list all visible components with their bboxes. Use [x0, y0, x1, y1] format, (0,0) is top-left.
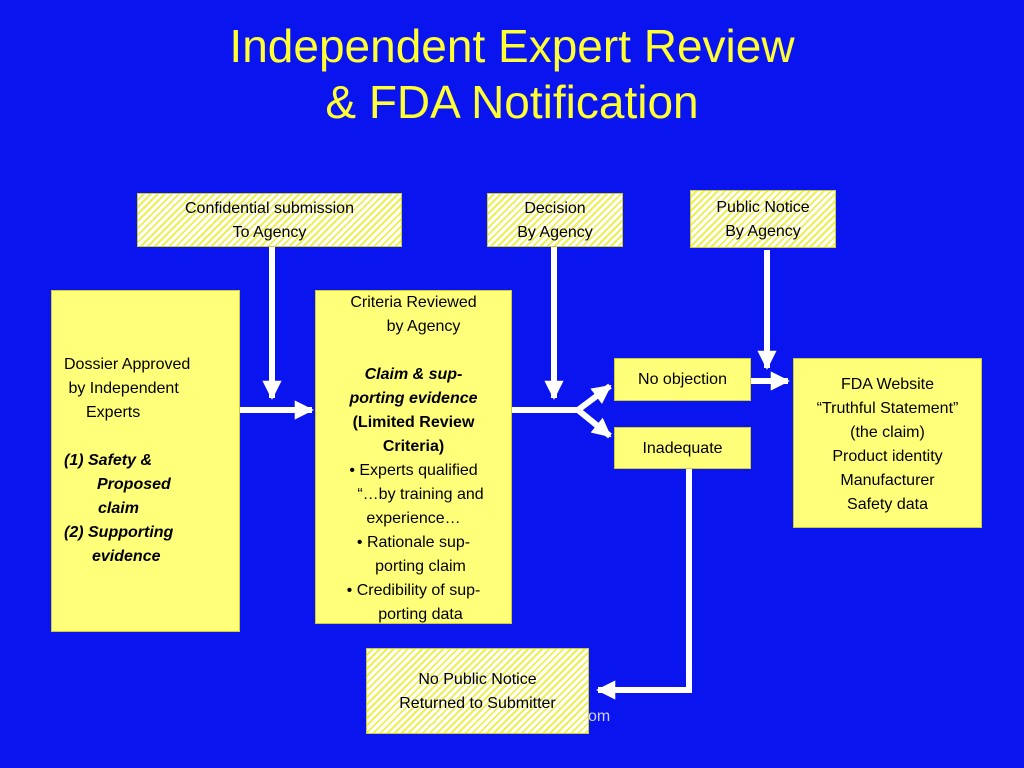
arrow-inadequate-to-no-public-notice — [596, 469, 692, 700]
fda-line-5: Manufacturer — [840, 472, 935, 489]
no-objection-label: No objection — [638, 371, 727, 388]
confidential-submission-box: Confidential submission To Agency — [137, 193, 402, 247]
dossier-line-3: Experts — [86, 404, 141, 421]
dossier-item-1a: (1) Safety & — [64, 452, 153, 469]
dossier-item-2b: evidence — [92, 548, 161, 565]
fda-line-3: (the claim) — [850, 424, 925, 441]
criteria-bullet-2b: porting claim — [375, 558, 466, 575]
no-public-notice-line-2: Returned to Submitter — [399, 695, 556, 712]
fda-line-2: “Truthful Statement” — [816, 400, 959, 417]
fda-line-4: Product identity — [832, 448, 943, 465]
public-notice-box: Public Notice By Agency — [690, 190, 836, 248]
dossier-box: Dossier Approved by Independent Experts … — [51, 290, 240, 632]
dossier-item-2a: (2) Supporting — [64, 524, 174, 541]
criteria-claim-2: porting evidence — [349, 390, 478, 407]
decision-box: Decision By Agency — [487, 193, 623, 247]
public-notice-line-1: Public Notice — [716, 199, 810, 216]
no-public-notice-line-1: No Public Notice — [418, 671, 537, 688]
title-line-1: Independent Expert Review — [229, 20, 795, 72]
criteria-bullet-1a: • Experts qualified — [349, 462, 478, 479]
title-line-2: & FDA Notification — [325, 76, 699, 128]
criteria-claim-1: Claim & sup- — [364, 366, 463, 383]
criteria-bullet-3a: • Credibility of sup- — [346, 582, 481, 599]
inadequate-label: Inadequate — [642, 440, 723, 457]
fda-line-6: Safety data — [847, 496, 928, 513]
criteria-bullet-1c: experience… — [366, 510, 461, 527]
criteria-limited-2: Criteria) — [382, 438, 445, 455]
criteria-limited-1: (Limited Review — [352, 414, 475, 431]
confidential-line-1: Confidential submission — [185, 200, 354, 217]
criteria-line-2: by Agency — [386, 318, 461, 335]
arrow-fork-to-no-objection — [576, 383, 612, 413]
fda-line-1: FDA Website — [840, 376, 935, 393]
criteria-bullet-1b: “…by training and — [357, 486, 484, 503]
public-notice-line-2: By Agency — [725, 223, 801, 240]
decision-line-2: By Agency — [517, 224, 593, 241]
decision-line-1: Decision — [524, 200, 586, 217]
criteria-bullet-2a: • Rationale sup- — [356, 534, 471, 551]
confidential-line-2: To Agency — [232, 224, 307, 241]
footer-text-fragment: om — [588, 708, 611, 725]
arrow-fork-to-inadequate — [576, 407, 612, 439]
no-public-notice-box: No Public Notice Returned to Submitter — [366, 648, 589, 734]
dossier-line-2: by Independent — [64, 380, 179, 397]
inadequate-box: Inadequate — [614, 427, 751, 469]
dossier-item-1c: claim — [98, 500, 139, 517]
criteria-bullet-3b: porting data — [378, 606, 463, 623]
fda-website-box: FDA Website “Truthful Statement” (the cl… — [793, 358, 982, 528]
criteria-line-1: Criteria Reviewed — [350, 294, 477, 311]
criteria-box: Criteria Reviewed by Agency Claim & sup-… — [315, 290, 512, 624]
slide-title: Independent Expert Review & FDA Notifica… — [0, 18, 1024, 130]
no-objection-box: No objection — [614, 358, 751, 401]
dossier-line-1: Dossier Approved — [64, 356, 191, 373]
dossier-item-1b: Proposed — [97, 476, 171, 493]
